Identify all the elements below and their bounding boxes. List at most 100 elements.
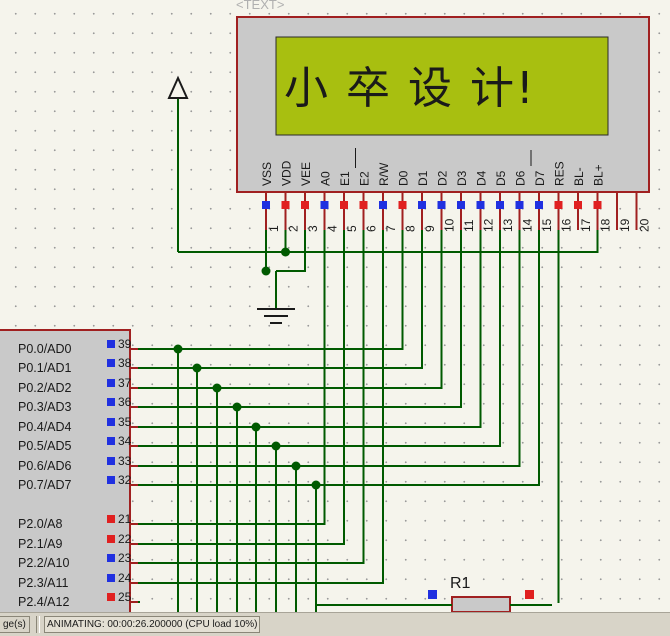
mcu-pin-number: 39	[118, 337, 132, 351]
mcu-pin-number: 34	[118, 434, 132, 448]
mcu-pin-state	[107, 359, 115, 367]
data-wire	[138, 230, 482, 428]
lcd-pin-number: 13	[501, 218, 515, 232]
lcd-pin-state	[554, 201, 563, 209]
control-wire	[138, 230, 345, 545]
status-animation-text: ANIMATING: 00:00:26.200000 (CPU load 10%…	[44, 616, 261, 633]
lcd-pin-number: 16	[560, 218, 574, 232]
lcd-pin-number: 2	[287, 225, 301, 232]
lcd-pin-number: 9	[423, 225, 437, 232]
data-wire	[138, 230, 462, 408]
mcu-pin-label: P2.2/A10	[18, 556, 69, 570]
ground-icon[interactable]	[257, 271, 295, 324]
resistor-label: R1	[450, 575, 471, 592]
lcd-pin-state	[496, 201, 504, 209]
mcu-pin-label: P0.0/AD0	[18, 342, 72, 356]
status-bar: ge(s) ANIMATING: 00:00:26.200000 (CPU lo…	[0, 612, 670, 636]
lcd-pin-state	[340, 201, 348, 209]
lcd-pin-state	[574, 201, 582, 209]
lcd-pin-state	[437, 201, 446, 209]
mcu-pin-label: P0.5/AD5	[18, 439, 72, 453]
mcu-pin-state	[107, 574, 115, 582]
gnd-wire	[276, 230, 306, 272]
lcd-pin-state	[301, 201, 309, 209]
lcd-pin-number: 15	[540, 218, 554, 232]
data-wire	[138, 230, 540, 486]
status-separator	[36, 616, 40, 633]
resistor-body[interactable]	[451, 596, 511, 612]
lcd-pin-label: VEE	[299, 162, 313, 186]
lcd-display-text: 小 卒 设 计!	[284, 63, 536, 114]
lcd-pin-label: D5	[494, 170, 508, 186]
text-label: <TEXT>	[236, 0, 284, 12]
mcu-pin-number: 38	[118, 356, 132, 370]
lcd-pin-label: E2	[358, 171, 372, 186]
lcd-pin-label: D7	[533, 170, 547, 186]
lcd-pin-number: 14	[521, 218, 535, 232]
vcc-wire	[178, 230, 599, 253]
power-terminal-icon[interactable]	[167, 75, 189, 99]
control-wire	[138, 230, 384, 584]
lcd-pin-label: D1	[416, 170, 430, 186]
mcu-pin-state	[107, 437, 115, 445]
mcu-pin-number: 21	[118, 512, 132, 526]
lcd-pin-number: 7	[384, 225, 398, 232]
lcd-pin-label: A0	[319, 171, 333, 186]
wire-junction	[261, 266, 271, 276]
wire-junction	[281, 247, 290, 257]
lcd-pin-label: E1	[338, 171, 352, 186]
lcd-pin-state	[379, 201, 387, 209]
lcd-pin-number: 3	[306, 225, 320, 232]
mcu-pin-label: P0.2/AD2	[18, 381, 72, 395]
data-wire	[138, 230, 423, 369]
lcd-screen	[275, 36, 609, 136]
mcu-pin-state	[107, 398, 115, 406]
mcu-pin-state	[107, 476, 115, 484]
mcu-pin-state	[107, 340, 115, 348]
mcu-pin-state	[107, 554, 115, 562]
lcd-pin-number: 5	[345, 225, 359, 232]
resistor-pin-left	[428, 590, 437, 599]
mcu-pin-label: P0.4/AD4	[18, 420, 72, 434]
lcd-pin-number: 19	[618, 218, 632, 232]
mcu-pin-label: P2.0/A8	[18, 517, 63, 531]
mcu-pin-label: P0.6/AD6	[18, 459, 72, 473]
mcu-pin-state	[107, 515, 115, 523]
lcd-pin-state	[398, 201, 407, 209]
lcd-pin-state	[281, 201, 290, 209]
data-wire	[138, 230, 404, 350]
lcd-pin-state	[457, 201, 465, 209]
mcu-pin-number: 24	[118, 571, 132, 585]
lcd-pin-number: 8	[404, 225, 418, 232]
lcd-pin-state	[262, 201, 270, 209]
lcd-pin-state	[515, 201, 524, 209]
control-wire	[138, 230, 365, 564]
status-pages: ge(s)	[0, 616, 30, 633]
mcu-pin-state	[107, 457, 115, 465]
mcu-pin-number: 25	[118, 590, 132, 604]
lcd-pin-number: 6	[365, 225, 379, 232]
resistor-pin-right	[525, 590, 534, 599]
lcd-pin-label: RES	[553, 161, 567, 186]
lcd-pin-label: D3	[455, 170, 469, 186]
mcu-pin-label: P0.3/AD3	[18, 400, 72, 414]
lcd-pin-state	[476, 201, 485, 209]
mcu-pin-state	[107, 593, 115, 601]
lcd-pin-number: 17	[579, 218, 593, 232]
mcu-body[interactable]	[0, 329, 131, 612]
lcd-pin-label: VDD	[280, 160, 294, 186]
lcd-pin-label: D4	[475, 170, 489, 186]
mcu-pin-number: 37	[118, 376, 132, 390]
mcu-pin-number: 22	[118, 532, 132, 546]
mcu-pin-number: 35	[118, 415, 132, 429]
lcd-pin-label: BL+	[592, 164, 606, 186]
mcu-pin-state	[107, 379, 115, 387]
lcd-pin-label: D2	[436, 170, 450, 186]
lcd-pin-number: 11	[462, 219, 476, 232]
mcu-pin-label: P0.1/AD1	[18, 361, 72, 375]
lcd-pin-number: 10	[443, 218, 457, 232]
lcd-pin-state	[359, 201, 368, 209]
schematic-svg[interactable]: <TEXT> 小 卒 设 计! 1VSS2VDD3VEE4A05E16E27R/…	[0, 0, 670, 612]
mcu-pin-number: 32	[118, 473, 132, 487]
